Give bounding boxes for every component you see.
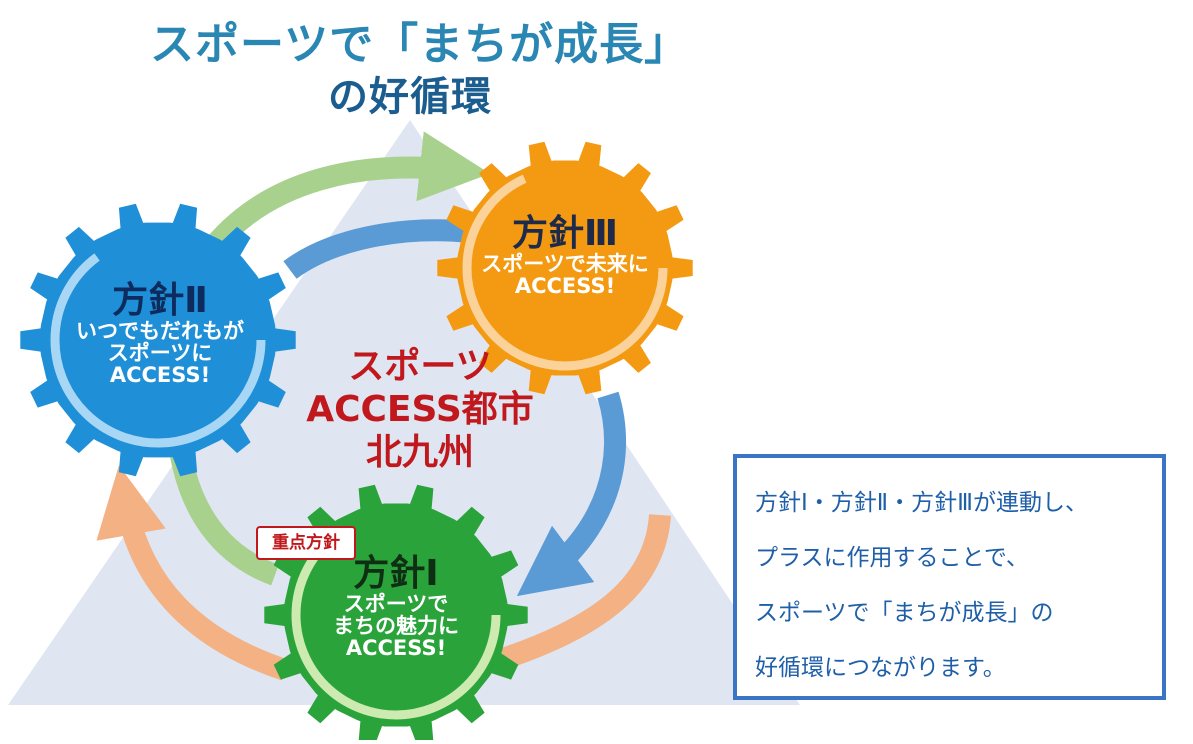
diagram-title-line-2: の好循環 [328,74,492,120]
center-label-line-2: ACCESS都市 [306,389,534,431]
gear-policy3-body [437,141,693,395]
arrow-green-top [206,131,491,253]
gear-policy-2-heading: 方針Ⅱ [112,280,208,321]
gear-policy2-body [20,203,296,477]
gear-policy-3-heading: 方針Ⅲ [511,213,619,254]
arrow-blue-top [283,219,472,279]
summary-note-line-4: 好循環につながります。 [755,655,1006,681]
summary-note-line-1: 方針Ⅰ・方針Ⅱ・方針Ⅲが連動し、 [755,490,1088,516]
gear-policy-3-text: 方針Ⅲ スポーツで未来に ACCESS! [455,215,675,297]
gear-policy-1-heading: 方針Ⅰ [353,553,439,594]
priority-policy-badge: 重点方針 [256,526,356,560]
gear-policy-3-inner-ring [462,165,668,371]
gear-policy-3-line-2: ACCESS! [514,273,616,298]
center-label-line-3: 北九州 [365,432,474,474]
gear-policy-1-line-2: まちの魅力に [333,613,459,638]
gear-policy-1-inner-ring [291,510,501,720]
gear-policy-2-text: 方針Ⅱ いつでもだれもが スポーツに ACCESS! [40,282,280,386]
center-label: スポーツ ACCESS都市 北九州 [270,345,570,475]
gear-policy-2-line-3: ACCESS! [109,362,211,387]
arrow-orange-left [96,465,289,681]
arrow-orange-right [496,513,671,671]
gear-policy-2-line-2: スポーツに [107,340,213,365]
summary-note-line-3: スポーツで「まちが成長」の [755,600,1054,626]
center-label-line-1: スポーツ [348,346,492,387]
gear-policy-1-line-1: スポーツで [343,591,449,616]
gear-policy-2-inner-ring [50,232,266,448]
gear-policy-1-line-3: ACCESS! [345,635,447,660]
background-triangle [8,120,800,705]
summary-note-box: 方針Ⅰ・方針Ⅱ・方針Ⅲが連動し、 プラスに作用することで、 スポーツで「まちが成… [733,454,1166,700]
arrow-blue-right [516,391,626,597]
gear-policy-2-line-1: いつでもだれもが [76,318,244,343]
gear-policy-3-line-1: スポーツで未来に [481,251,649,276]
diagram-title-line-1: スポーツで「まちが成長」 [150,19,690,70]
gear-policy-3 [437,141,693,395]
summary-note-line-2: プラスに作用することで、 [755,545,1029,571]
gear-policy-2 [20,203,296,477]
gear-policy-1-text: 方針Ⅰ スポーツで まちの魅力に ACCESS! [296,555,496,659]
